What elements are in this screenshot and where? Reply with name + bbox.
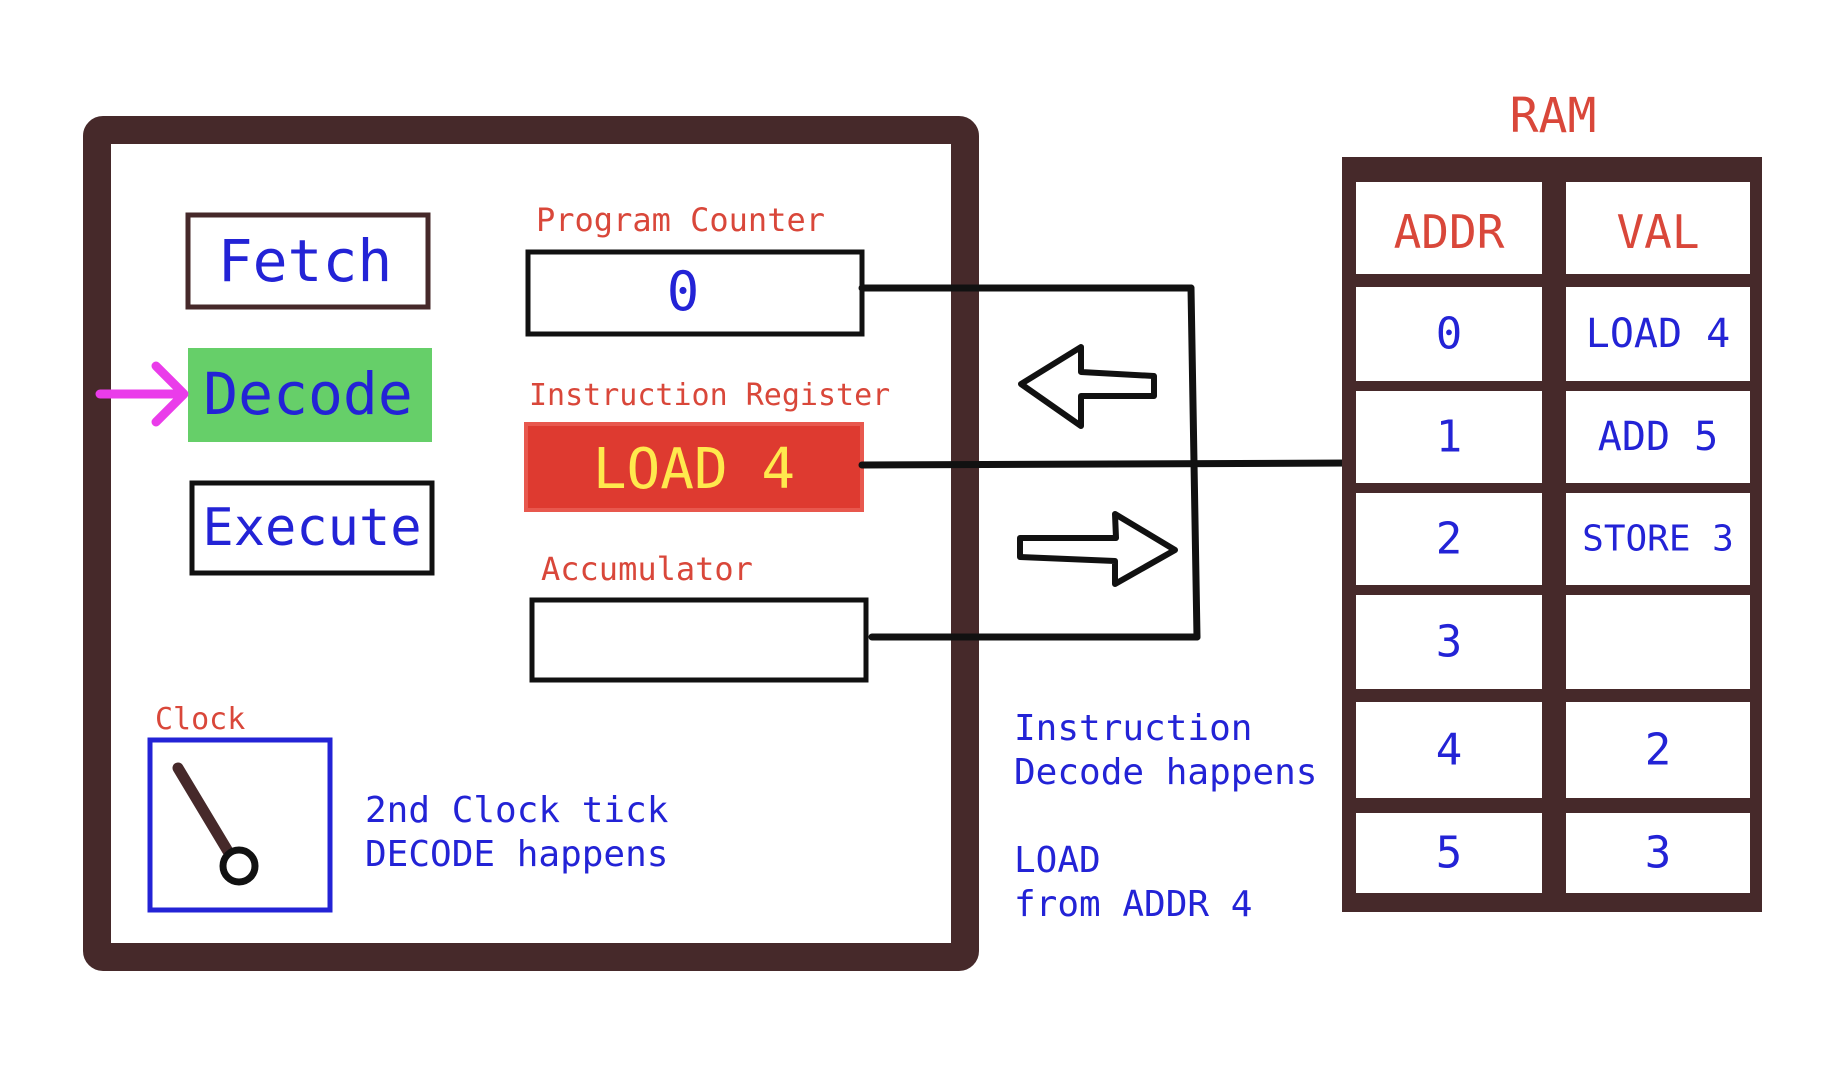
arrow-head-icon <box>151 361 189 427</box>
fetch-label: Fetch <box>218 227 393 295</box>
ram-val-cell <box>1566 702 1750 798</box>
current-stage-pointer <box>95 361 189 427</box>
bus-note-line-2: Decode happens <box>1014 752 1317 793</box>
accumulator-box <box>529 597 869 683</box>
decode-box <box>188 348 432 442</box>
ram-val-value: STORE 3 <box>1582 519 1734 560</box>
ram-addr-value: 5 <box>1436 828 1463 879</box>
ram-val-value: 3 <box>1645 828 1672 879</box>
ram-header-addr-cell <box>1356 182 1542 274</box>
bus-notes: Instruction Decode happens LOAD from ADD… <box>1014 708 1317 925</box>
accumulator: Accumulator <box>529 550 869 683</box>
clock: Clock 2nd Clock tick DECODE happens <box>147 702 669 913</box>
decode-label: Decode <box>203 360 413 428</box>
ram-val-value: ADD 5 <box>1598 414 1718 460</box>
ram-header-val-cell <box>1566 182 1750 274</box>
bus-note-line-3: LOAD <box>1014 840 1101 881</box>
ram-val-value: 2 <box>1645 725 1672 776</box>
ram-title: RAM <box>1510 88 1597 144</box>
program-counter: Program Counter 0 <box>525 201 865 337</box>
ram-addr-cell <box>1356 493 1542 585</box>
instruction-register-label: Instruction Register <box>529 378 890 413</box>
ram-val-cell <box>1566 595 1750 689</box>
decode-stage: Decode <box>188 348 432 442</box>
left-arrow-icon <box>1018 344 1157 429</box>
clock-pivot-icon <box>219 846 259 886</box>
clock-note-line-2: DECODE happens <box>365 834 668 875</box>
ram-addr-value: 2 <box>1436 514 1463 565</box>
ram-table: ADDR VAL 0 LOAD 4 1 ADD 5 2 STORE 3 3 4 2 5 3 <box>1342 157 1762 912</box>
program-counter-label: Program Counter <box>536 201 825 239</box>
ram-val-cell <box>1566 287 1750 381</box>
program-counter-value: 0 <box>667 260 700 323</box>
clock-note-line-1: 2nd Clock tick <box>365 790 669 831</box>
ram-cells: ADDR VAL 0 LOAD 4 1 ADD 5 2 STORE 3 3 4 2 5 3 <box>1356 182 1750 893</box>
cpu-frame <box>83 116 979 971</box>
ram-addr-cell <box>1356 391 1542 483</box>
data-bus <box>858 284 1356 641</box>
ram-addr-cell <box>1356 813 1542 893</box>
instruction-register: Instruction Register LOAD 4 <box>524 378 890 512</box>
ram-addr-cell <box>1356 702 1542 798</box>
ram-addr-cell <box>1356 595 1542 689</box>
ram-header-addr: ADDR <box>1394 205 1505 259</box>
ram-addr-cell <box>1356 287 1542 381</box>
ram-addr-value: 0 <box>1436 309 1463 360</box>
execute-stage: Execute <box>189 480 435 576</box>
fetch-stage: Fetch <box>185 212 431 310</box>
fetch-box <box>185 212 431 310</box>
ram-val-cell <box>1566 493 1750 585</box>
ram-header-val: VAL <box>1616 205 1699 259</box>
ram-val-cell <box>1566 813 1750 893</box>
bus-note-line-4: from ADDR 4 <box>1014 884 1252 925</box>
execute-box <box>189 480 435 576</box>
execute-label: Execute <box>202 498 421 558</box>
right-arrow-icon <box>1017 511 1178 587</box>
bus-line-ir <box>858 459 1356 469</box>
ram-addr-value: 1 <box>1436 412 1463 463</box>
ram-addr-value: 4 <box>1436 725 1463 776</box>
ram-addr-value: 3 <box>1436 617 1463 668</box>
clock-hand <box>172 762 235 859</box>
program-counter-box <box>525 249 865 337</box>
ram-val-cell <box>1566 391 1750 483</box>
bus-note-line-1: Instruction <box>1014 708 1252 749</box>
instruction-register-value: LOAD 4 <box>593 437 795 502</box>
accumulator-label: Accumulator <box>541 550 753 588</box>
ram-val-value: LOAD 4 <box>1586 311 1731 357</box>
clock-label: Clock <box>155 702 245 737</box>
